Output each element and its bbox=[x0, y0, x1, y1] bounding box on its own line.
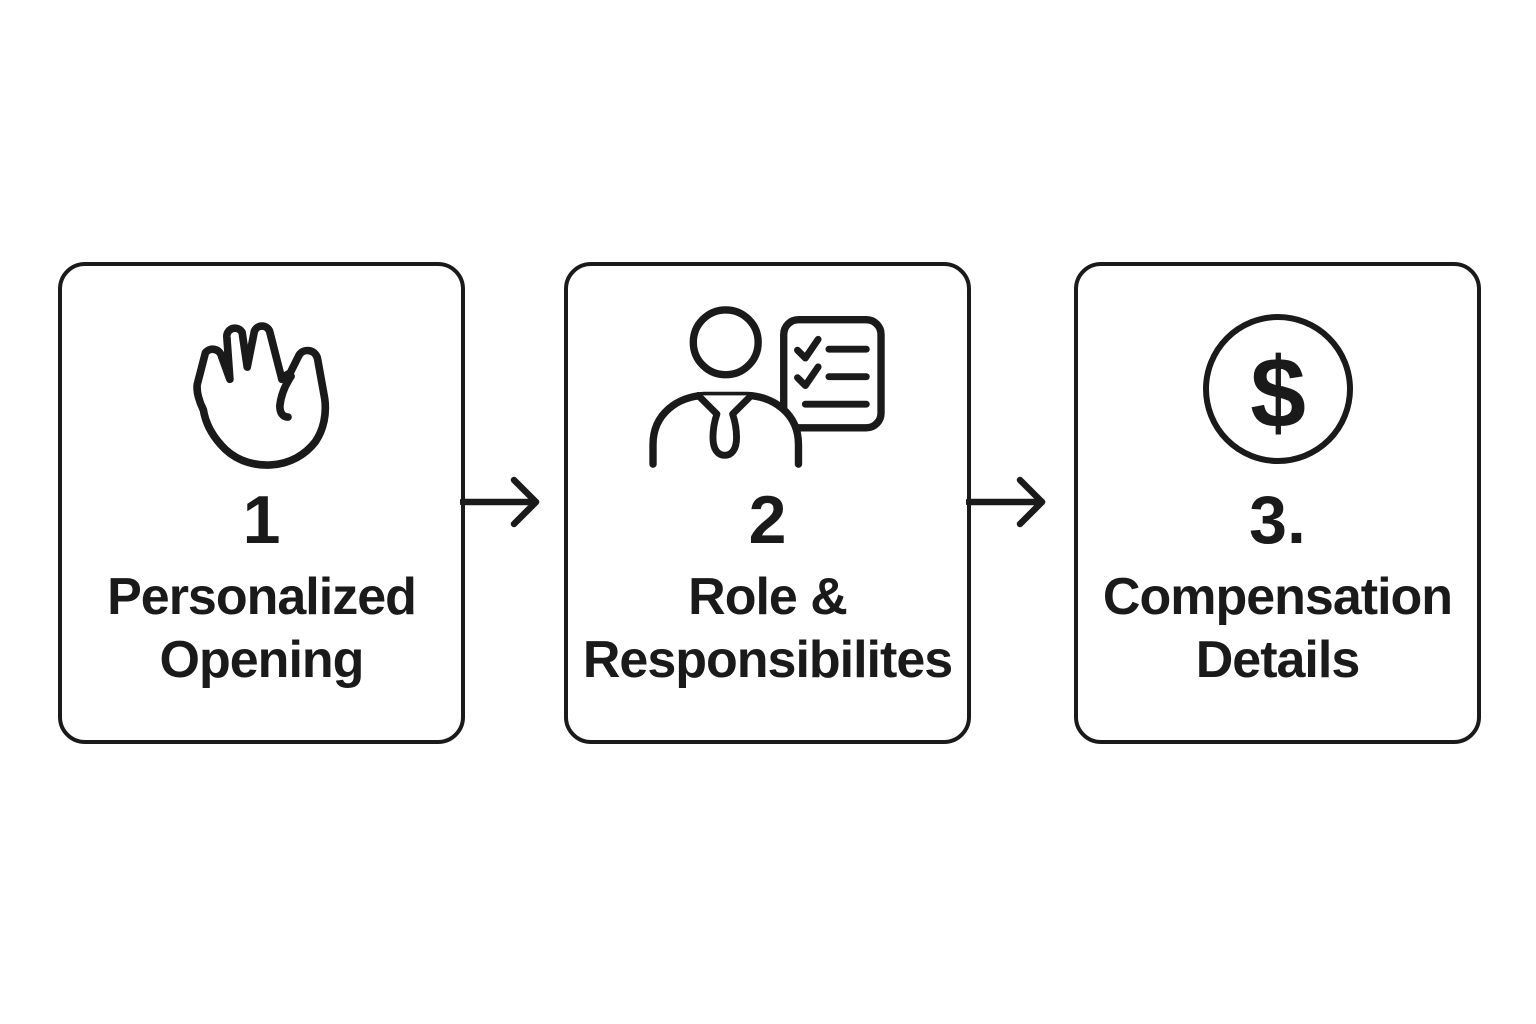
person-tie bbox=[694, 391, 755, 459]
step-label-line1: Personalized bbox=[107, 568, 417, 626]
step-label-line1: Role & bbox=[688, 568, 848, 626]
step-label-line2: Opening bbox=[159, 631, 365, 689]
arrow-right-icon bbox=[460, 476, 540, 528]
checkmark-icon bbox=[793, 335, 822, 362]
waving-hand-icon-svg bbox=[192, 321, 329, 469]
waving-hand-icon bbox=[192, 310, 331, 469]
person-head bbox=[689, 306, 762, 379]
step-label-line2: Responsibilites bbox=[582, 631, 953, 689]
checkmark-icon bbox=[793, 363, 822, 389]
step-label-line1: Compensation bbox=[1102, 568, 1453, 626]
step-label: Compensation Details bbox=[1102, 566, 1453, 692]
step-number: 3. bbox=[1249, 482, 1306, 558]
checklist-panel bbox=[779, 316, 885, 432]
person-checklist-icon-svg bbox=[648, 306, 885, 468]
step-label: Role & Responsibilites bbox=[582, 566, 953, 692]
step-number: 2 bbox=[748, 482, 787, 558]
arrow-right-icon bbox=[966, 476, 1046, 528]
step-card-role-responsibilities: 2 Role & Responsibilites bbox=[564, 262, 971, 744]
dollar-sign-circle-icon-svg: $ bbox=[1202, 314, 1353, 464]
step-label-line2: Details bbox=[1195, 631, 1361, 689]
dollar-sign-circle-icon: $ bbox=[1202, 310, 1354, 468]
step-label: Personalized Opening bbox=[107, 566, 417, 692]
step-number: 1 bbox=[242, 482, 281, 558]
step-card-personalized-opening: 1 Personalized Opening bbox=[58, 262, 465, 744]
dollar-glyph: $ bbox=[1250, 337, 1306, 449]
step-card-compensation-details: $ 3. Compensation Details bbox=[1074, 262, 1481, 744]
person-checklist-icon bbox=[645, 306, 891, 468]
